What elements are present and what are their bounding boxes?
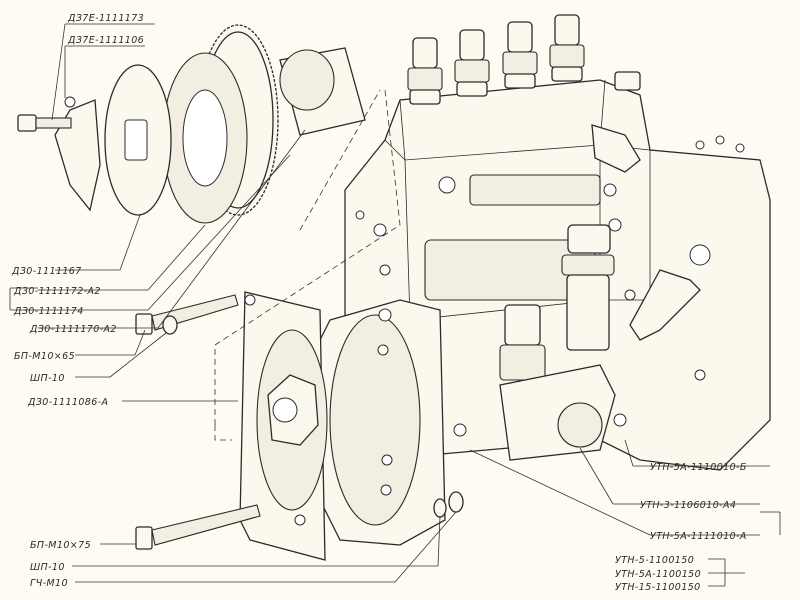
label-utn-3-1106010-a4: УТН-3-1106010-А4 [640,500,736,511]
label-utn-15-1100150: УТН-15-1100150 [615,582,701,593]
label-bp-m10x75: БП-М10×75 [30,540,91,551]
gear-parts [17,24,366,224]
pump-body [344,79,771,471]
label-utn-5-1100150: УТН-5-1100150 [615,555,694,566]
fasteners [135,294,464,550]
label-shp-10-bottom: ШП-10 [30,562,65,573]
leader-lines [9,23,781,587]
label-utn-5a-1111010-a: УТН-5А-1111010-А [650,531,747,542]
part-labels: ДЗ7Е-1111173 ДЗ7Е-1111106 ДЗ0-1111167 ДЗ… [11,13,747,593]
priming-pump [499,224,711,461]
label-d37e-1111173: ДЗ7Е-1111173 [67,13,144,24]
front-flange [309,299,446,546]
label-shp-10-top: ШП-10 [30,373,65,384]
gasket [239,291,328,561]
label-d30-1111172-a2: ДЗ0-1111172-А2 [13,286,101,297]
label-bp-m10x65: БП-М10×65 [14,351,75,362]
label-utn-5a-1100150: УТН-5А-1100150 [615,569,701,580]
label-d30-1111086-a: ДЗ0-1111086-А [27,397,108,408]
label-d37e-1111106: ДЗ7Е-1111106 [67,35,144,46]
label-d30-1111170-a2: ДЗ0-1111170-А2 [29,324,117,335]
assembly-lines [214,89,401,441]
label-d30-1111174: ДЗ0-1111174 [13,306,84,317]
label-utn-5a-1110010-b: УТН-5А-1110010-Б [650,462,747,473]
label-d30-1111167: ДЗ0-1111167 [11,266,82,277]
label-gch-m10: ГЧ-М10 [30,578,68,589]
pump-outlets [407,14,641,173]
